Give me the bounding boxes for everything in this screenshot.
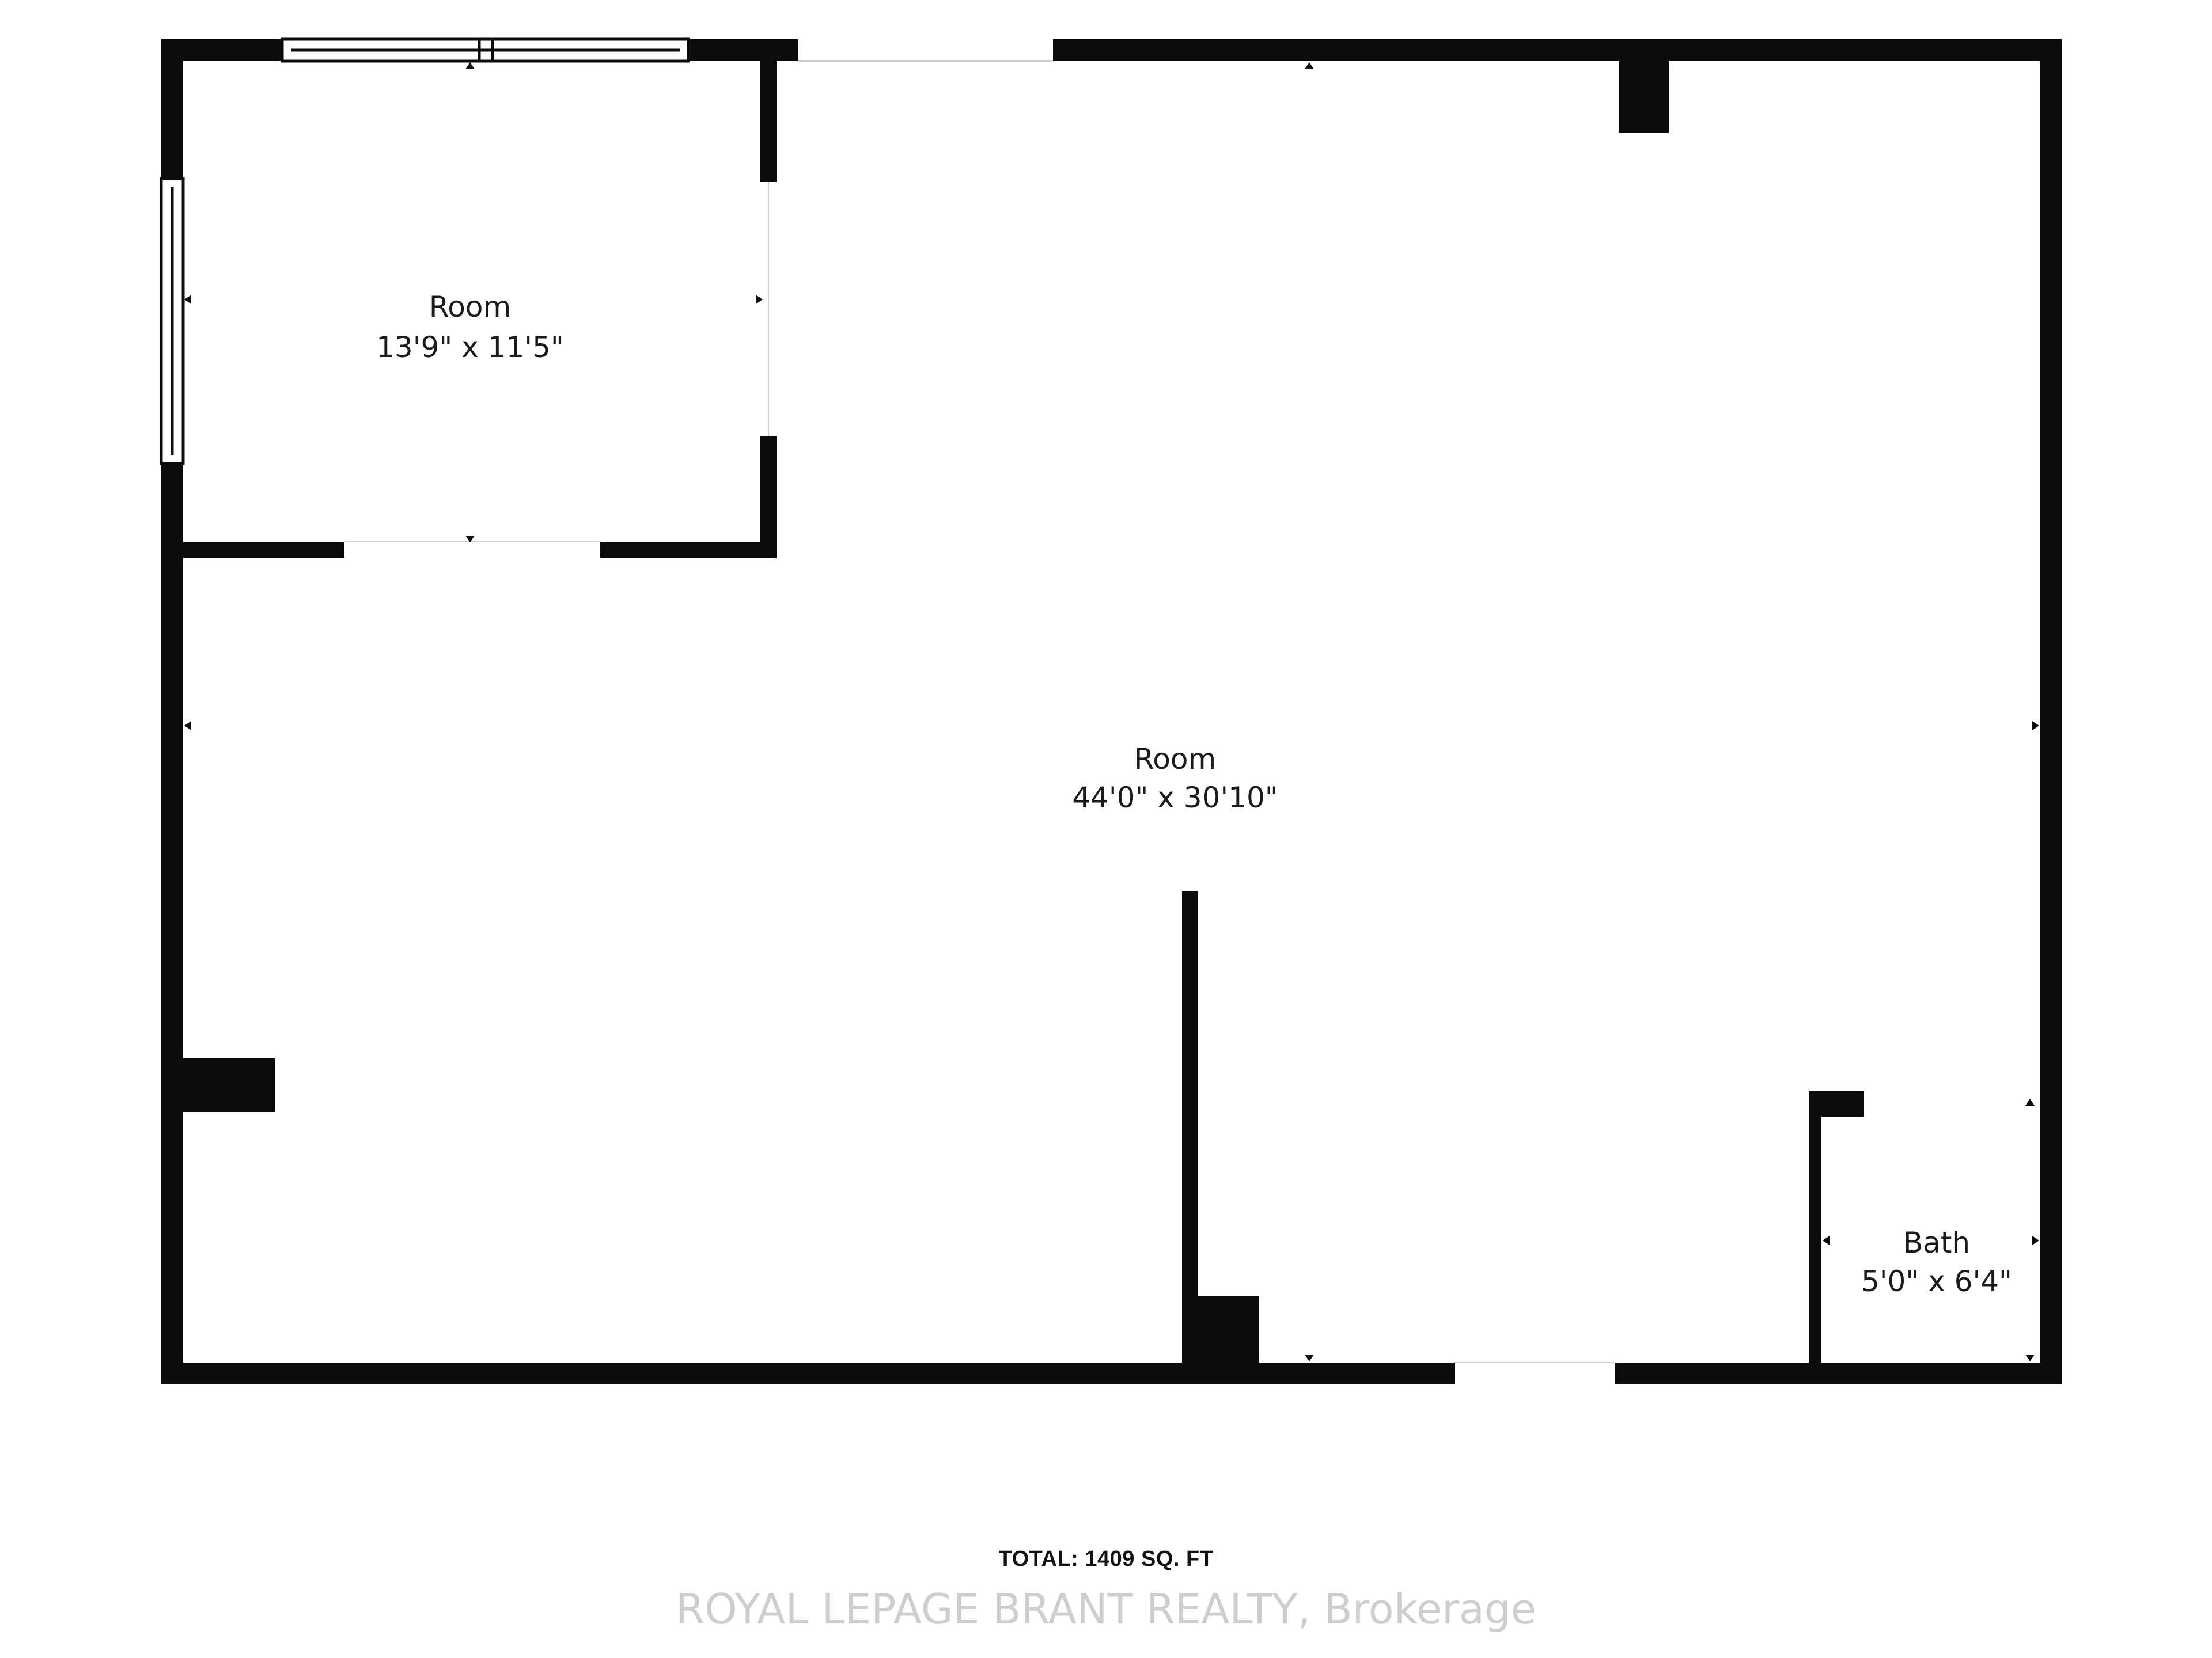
- marker-main-top: [1305, 62, 1314, 69]
- small-room-wall-right-top: [760, 39, 777, 182]
- room-labels: Room 13'9" x 11'5" Room 44'0" x 30'10" B…: [376, 290, 2012, 1298]
- room-label-main-name: Room: [1134, 742, 1216, 776]
- small-room-wall-bottom-left: [161, 542, 344, 558]
- room-label-small-dimensions: 13'9" x 11'5": [376, 331, 564, 364]
- wall-top-right: [1053, 39, 2062, 61]
- marker-bath-right: [2032, 1236, 2039, 1245]
- marker-main-left: [184, 721, 191, 730]
- bath-wall-left: [1809, 1091, 1821, 1384]
- marker-bath-bottom: [2025, 1355, 2035, 1361]
- windows: [160, 37, 690, 465]
- marker-main-right: [2032, 721, 2039, 730]
- marker-small-bottom: [465, 536, 475, 542]
- wall-bottom-left: [161, 1363, 1455, 1384]
- marker-bath-top: [2025, 1099, 2035, 1106]
- brokerage-watermark: ROYAL LEPAGE BRANT REALTY, Brokerage: [676, 1585, 1536, 1633]
- wall-left-top: [161, 39, 183, 179]
- marker-small-right: [756, 295, 763, 304]
- marker-main-bottom: [1305, 1355, 1314, 1361]
- marker-small-left: [184, 295, 191, 304]
- marker-bath-left: [1823, 1236, 1830, 1245]
- marker-small-top: [465, 62, 475, 69]
- pillar-top: [1619, 39, 1669, 133]
- room-label-bath-name: Bath: [1903, 1226, 1970, 1259]
- room-label-small-name: Room: [429, 290, 511, 324]
- room-label-bath-dimensions: 5'0" x 6'4": [1861, 1265, 2012, 1298]
- openings: [344, 60, 1615, 1363]
- dimension-markers: [184, 62, 2039, 1361]
- walls: [161, 39, 2062, 1384]
- room-label-main-dimensions: 44'0" x 30'10": [1072, 781, 1278, 814]
- wall-top-mid: [688, 39, 798, 61]
- block-left: [161, 1058, 275, 1112]
- partition-center-block: [1182, 1296, 1259, 1384]
- wall-bottom-right: [1615, 1363, 2062, 1384]
- small-room-wall-bottom-right: [600, 542, 777, 558]
- total-area-label: TOTAL: 1409 SQ. FT: [998, 1547, 1214, 1571]
- wall-left-lower: [161, 464, 183, 1384]
- bath-wall-top: [1809, 1091, 1864, 1117]
- wall-right: [2040, 39, 2062, 1384]
- small-room-wall-right-bottom: [760, 436, 777, 558]
